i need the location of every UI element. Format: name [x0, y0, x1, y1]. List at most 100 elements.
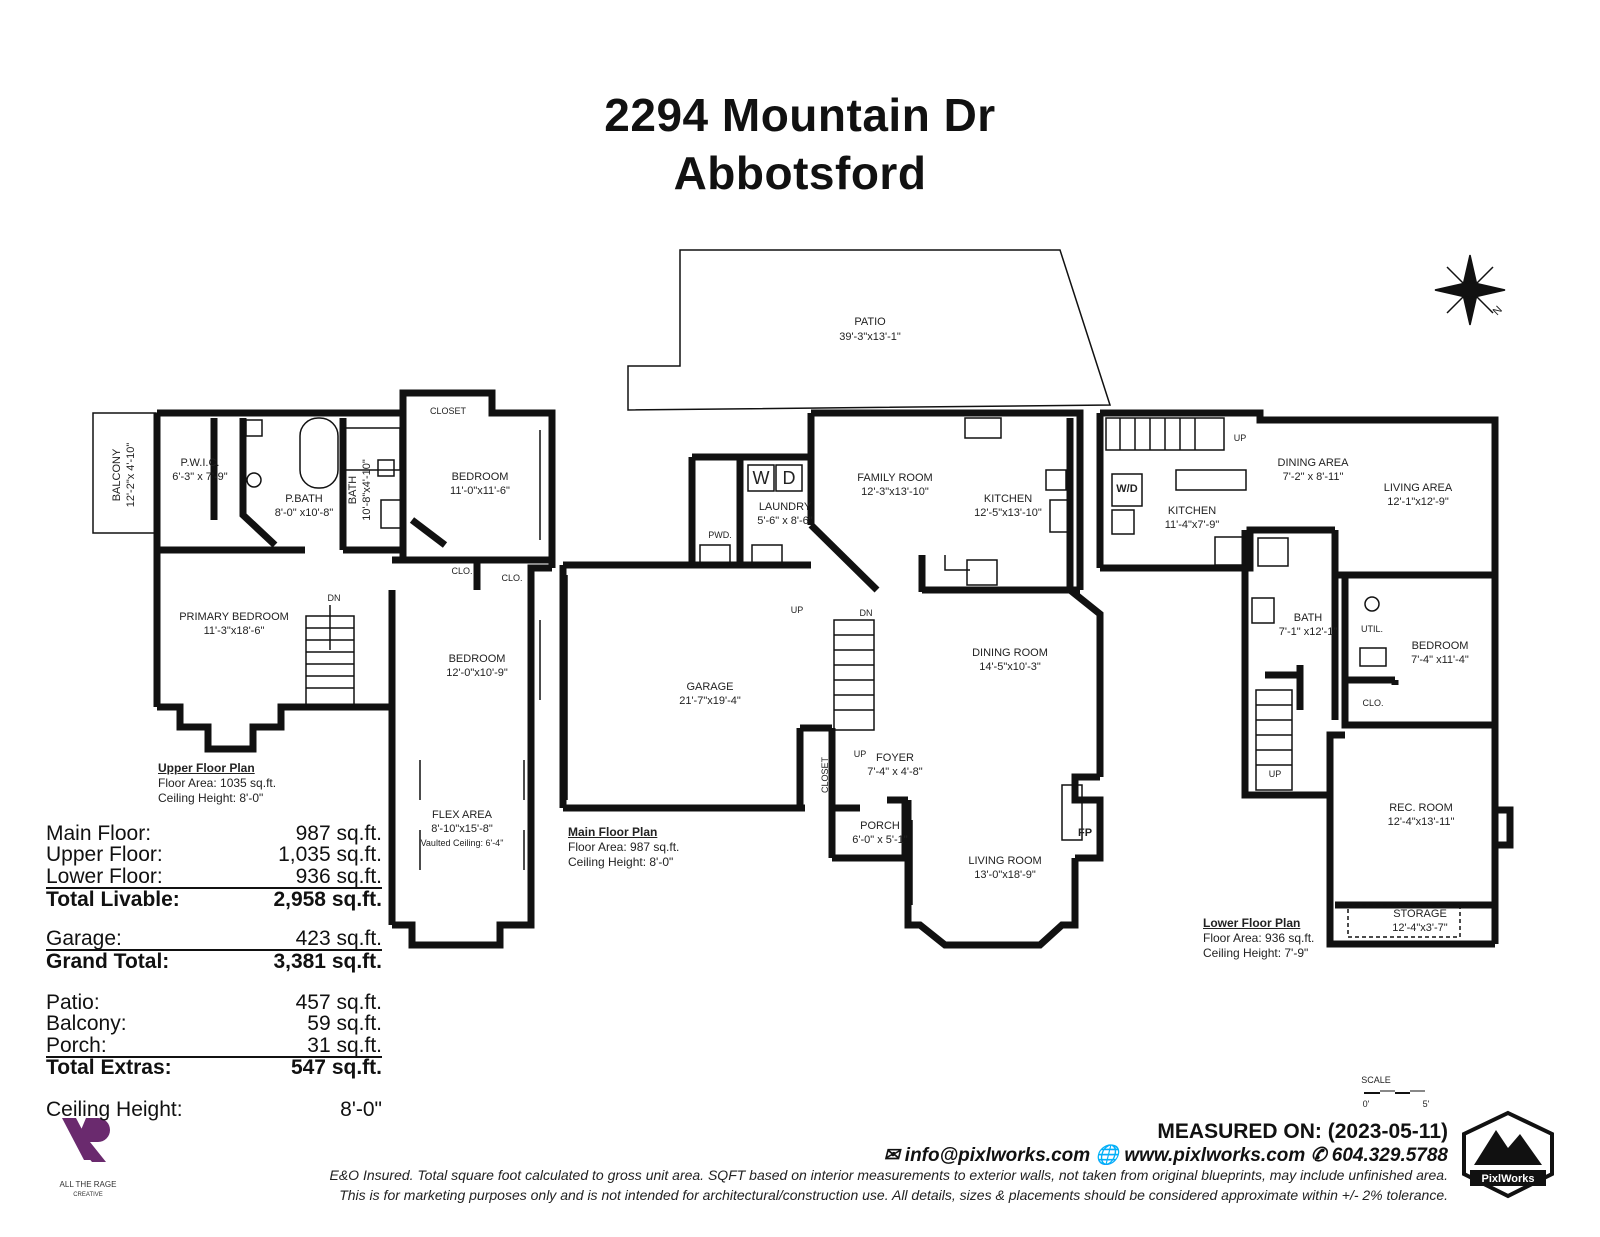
phone-link[interactable]: 604.329.5788 [1331, 1145, 1448, 1166]
foyer-dim: 7'-4" x 4'-8" [867, 766, 923, 778]
closet-up-label: CLOSET [430, 406, 467, 416]
row-label: Total Livable: [46, 888, 180, 911]
garage-dim: 21'-7"x19'-4" [679, 695, 741, 707]
patio-dim: 39'-3"x13'-1" [839, 331, 901, 343]
row-value: 936 sq.ft. [295, 865, 382, 888]
main-plan-heading: Main Floor Plan [568, 825, 658, 839]
wd-low-label: W/D [1116, 483, 1137, 495]
row-patio: Patio: 457 sq.ft. [46, 991, 382, 1015]
living-room-label: LIVING ROOM [968, 855, 1041, 867]
row-upper-floor: Upper Floor: 1,035 sq.ft. [46, 843, 382, 867]
row-porch: Porch:31 sq.ft. [46, 1034, 382, 1058]
lower-plan-heading: Lower Floor Plan [1203, 916, 1301, 930]
living-area-dim: 12'-1"x12'-9" [1387, 496, 1449, 508]
bedroom2-dim: 12'-0"x10'-9" [446, 667, 508, 679]
address-line: 2294 Mountain Dr [604, 89, 996, 141]
kitchen-low-dim: 11'-4"x7'-9" [1165, 519, 1220, 531]
dryer-label: D [783, 468, 796, 488]
primary-dim: 11'-3"x18'-6" [204, 625, 265, 637]
disclaimer-line2: This is for marketing purposes only and … [339, 1187, 1448, 1203]
row-value: 457 sq.ft. [295, 991, 382, 1014]
living-room-dim: 13'-0"x18'-9" [974, 869, 1036, 881]
bath-low-dim: 7'-1" x12'-1" [1279, 626, 1338, 638]
util-label: UTIL. [1361, 624, 1383, 634]
clo-a-label: CLO. [451, 566, 472, 576]
upper-plan-area: Floor Area: 1035 sq.ft. [158, 776, 277, 790]
clo-low-label: CLO. [1362, 698, 1383, 708]
row-label: Lower Floor: [46, 865, 163, 888]
lower-plan-ceiling: Ceiling Height: 7'-9" [1203, 946, 1309, 960]
kitchen-main-label: KITCHEN [984, 493, 1032, 505]
bedroom-low-dim: 7'-4" x11'-4" [1411, 654, 1469, 666]
row-total-livable: Total Livable:2,958 sq.ft. [46, 888, 382, 912]
patio-label: PATIO [854, 316, 886, 328]
row-label: Porch: [46, 1034, 107, 1057]
logo-left-line1: ALL THE RAGE [60, 1180, 117, 1189]
rec-label: REC. ROOM [1389, 802, 1453, 814]
room-labels: PATIO 39'-3"x13'-1" BALCONY 12'-2"x 4'-1… [111, 304, 1505, 1109]
logo-left-line2: CREATIVE [73, 1192, 103, 1198]
main-plan-ceiling: Ceiling Height: 8'-0" [568, 855, 674, 869]
dn-up-label: DN [328, 593, 341, 603]
row-garage: Garage:423 sq.ft. [46, 927, 382, 951]
row-value: 3,381 sq.ft. [273, 950, 382, 973]
dining-area-label: DINING AREA [1278, 457, 1350, 469]
upper-plan-ceiling: Ceiling Height: 8'-0" [158, 791, 264, 805]
divider [46, 1056, 382, 1058]
main-floor-walls [559, 409, 1104, 949]
bedroom1-label: BEDROOM [452, 471, 509, 483]
rec-dim: 12'-4"x13'-11" [1388, 816, 1455, 828]
porch-label: PORCH [860, 820, 900, 832]
row-value: 8'-0" [340, 1098, 382, 1121]
row-value: 987 sq.ft. [295, 822, 382, 845]
bedroom-low-label: BEDROOM [1412, 640, 1469, 652]
scale-label: SCALE [1361, 1075, 1391, 1085]
pixlworks-logo-text: PixlWorks [1482, 1173, 1535, 1185]
row-grand-total: Grand Total:3,381 sq.ft. [46, 950, 382, 974]
porch-dim: 6'-0" x 5'-1" [852, 834, 908, 846]
clo-b-label: CLO. [501, 573, 522, 583]
globe-icon: 🌐 [1095, 1145, 1120, 1166]
dining-room-label: DINING ROOM [972, 647, 1048, 659]
washer-label: W [753, 468, 770, 488]
compass-rose [1434, 254, 1506, 326]
pbath-label: P.BATH [285, 493, 323, 505]
row-label: Garage: [46, 927, 122, 950]
garage-label: GARAGE [686, 681, 733, 693]
row-value: 59 sq.ft. [307, 1012, 382, 1035]
city-line: Abbotsford [673, 147, 927, 199]
flex-note: Vaulted Ceiling: 6'-4" [421, 838, 504, 848]
row-value: 547 sq.ft. [290, 1056, 382, 1079]
bath-low-label: BATH [1294, 612, 1323, 624]
bath-up-dim: 10'-8"x4'-10" [361, 459, 373, 521]
dining-area-dim: 7'-2" x 8'-11" [1283, 471, 1344, 483]
foyer-label: FOYER [876, 752, 914, 764]
scale-max: 5' [1423, 1099, 1430, 1109]
email-link[interactable]: info@pixlworks.com [904, 1145, 1091, 1166]
upper-floor-walls [153, 389, 556, 949]
measured-on: MEASURED ON: (2023-05-11) [1157, 1120, 1448, 1143]
main-plan-area: Floor Area: 987 sq.ft. [568, 840, 680, 854]
pwic-label: P.W.I.C. [181, 457, 220, 469]
row-value: 1,035 sq.ft. [278, 843, 382, 866]
up1-label: UP [791, 605, 804, 615]
upper-stairs [245, 417, 541, 870]
storage-label: STORAGE [1393, 908, 1447, 920]
row-label: Upper Floor: [46, 843, 163, 866]
laundry-dim: 5'-6" x 8'-6" [757, 515, 813, 527]
laundry-label: LAUNDRY [759, 501, 812, 513]
balcony-label: BALCONY [111, 448, 123, 501]
row-balcony: Balcony:59 sq.ft. [46, 1012, 382, 1036]
web-link[interactable]: www.pixlworks.com [1124, 1145, 1306, 1166]
row-label: Main Floor: [46, 822, 152, 845]
email-icon: ✉ [883, 1145, 900, 1166]
pbath-dim: 8'-0" x10'-8" [275, 507, 334, 519]
compass-north-label: N [1491, 304, 1505, 318]
scale-bar [1364, 1090, 1425, 1094]
scale-min: 0' [1363, 1099, 1370, 1109]
row-label: Patio: [46, 991, 100, 1014]
pwd-label: PWD. [708, 530, 732, 540]
bath-up-label: BATH [347, 476, 359, 505]
disclaimer-line1: E&O Insured. Total square foot calculate… [329, 1167, 1448, 1183]
